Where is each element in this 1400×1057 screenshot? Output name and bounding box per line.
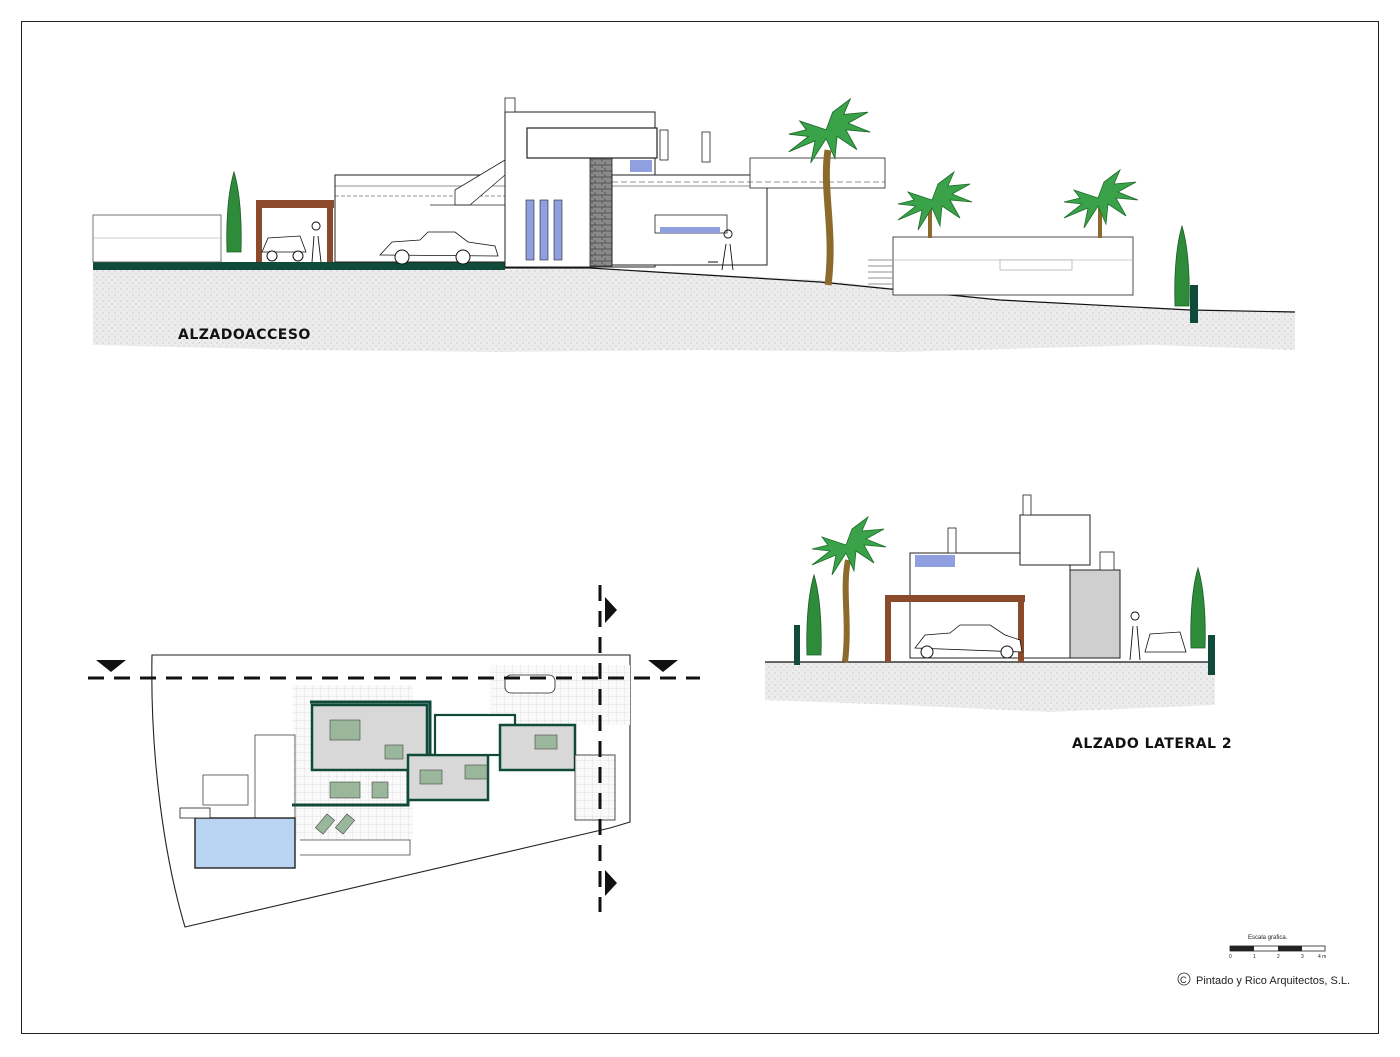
scale-bar: 0 1 2 3 4 m <box>1229 945 1326 960</box>
cypress-tree-side-right <box>1190 567 1206 649</box>
access-elevation-title: ALZADOACCESO <box>178 327 311 343</box>
access-elevation <box>92 97 1296 352</box>
drawing-frame <box>21 21 1379 1034</box>
scale-tick-3: 3 <box>1301 954 1304 960</box>
copyright-symbol: C <box>1180 975 1187 985</box>
ground-strip <box>93 262 505 270</box>
palm-tree-small-1 <box>897 171 973 231</box>
scale-tick-1: 1 <box>1253 954 1256 960</box>
cypress-tree-side-left <box>806 574 822 656</box>
cypress-tree-left <box>226 171 242 253</box>
scale-tick-0: 0 <box>1229 954 1232 960</box>
side-elevation <box>765 494 1215 712</box>
side-elevation-title: ALZADO LATERAL 2 <box>1072 736 1233 752</box>
scale-tick-2: 2 <box>1277 954 1280 960</box>
scale-tick-4: 4 m <box>1318 954 1326 960</box>
copyright-icon <box>1177 972 1191 986</box>
copyright-text: Pintado y Rico Arquitectos, S.L. <box>1196 975 1351 987</box>
site-plan <box>88 585 700 928</box>
cypress-tree-right <box>1174 225 1190 307</box>
scale-title: Escala grafica. <box>1248 935 1288 941</box>
terrain-hatch <box>93 268 1295 352</box>
